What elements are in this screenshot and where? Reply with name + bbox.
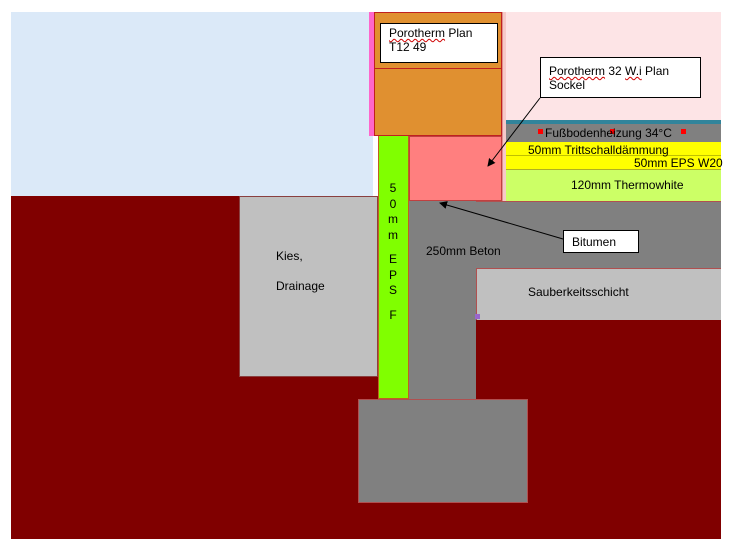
gravel-label: Kies, — [276, 249, 303, 263]
sockel-arrow — [487, 97, 541, 167]
eps-insulation — [378, 135, 409, 399]
sockel-brick — [409, 136, 502, 201]
callout-word: Porotherm — [549, 64, 606, 78]
eps-w20-layer — [506, 155, 721, 169]
heating-dot-2 — [610, 129, 615, 134]
teal-strip — [506, 120, 721, 124]
eps-vertical-char: S — [388, 283, 397, 297]
thermowhite-label: 120mm Thermowhite — [571, 178, 684, 192]
wall-divider-line — [502, 12, 506, 201]
callout-porotherm-plan-t12: Porotherm Plan T12 49 — [380, 23, 498, 63]
eps-vertical-char: P — [388, 267, 397, 282]
thermowhite-layer — [506, 169, 721, 201]
callout-text: T12 49 — [389, 40, 427, 54]
bitumen-arrow — [439, 201, 564, 240]
eps-vertical-char: 5 — [389, 181, 397, 195]
callout-text: Plan — [641, 64, 670, 78]
callout-text: 32 — [605, 64, 626, 78]
gravel-drainage — [239, 196, 378, 377]
eps-vertical-char: 0 — [389, 196, 397, 211]
callout-word: Porotherm — [389, 26, 446, 40]
eps-vertical-label: 5 0 m m E P S F — [376, 181, 410, 323]
eps-vertical-char: m — [388, 212, 398, 226]
exterior-air — [11, 12, 373, 196]
blinding-layer — [476, 268, 721, 320]
callout-text: Sockel — [549, 78, 586, 92]
footstep-insulation-layer — [506, 142, 721, 155]
eps-vertical-char: m — [388, 227, 398, 242]
callout-porotherm-sockel: Porotherm 32 W.i Plan Sockel — [540, 57, 701, 98]
footstep-insulation-label: 50mm Trittschalldämmung — [528, 143, 669, 157]
eps-vertical-char: F — [389, 307, 397, 322]
membrane-strip — [369, 12, 375, 136]
callout-text: Plan — [445, 26, 473, 40]
callout-word: W.i — [625, 64, 642, 78]
eps-vertical-char: E — [388, 252, 397, 266]
heating-dot-1 — [538, 129, 543, 134]
concrete-footing — [358, 399, 528, 503]
eps-w20-label: 50mm EPS W20 — [634, 156, 723, 170]
blinding-label: Sauberkeitsschicht — [528, 285, 629, 299]
brick-wall-lower — [374, 68, 502, 136]
concrete-wall-stem — [409, 201, 476, 401]
heating-label: Fußbodenheizung 34°C — [545, 126, 672, 140]
callout-bitumen: Bitumen — [563, 230, 639, 253]
concrete-label: 250mm Beton — [426, 244, 501, 258]
drainage-label: Drainage — [276, 279, 325, 293]
blinding-marker — [475, 314, 480, 319]
heating-dot-3 — [681, 129, 686, 134]
